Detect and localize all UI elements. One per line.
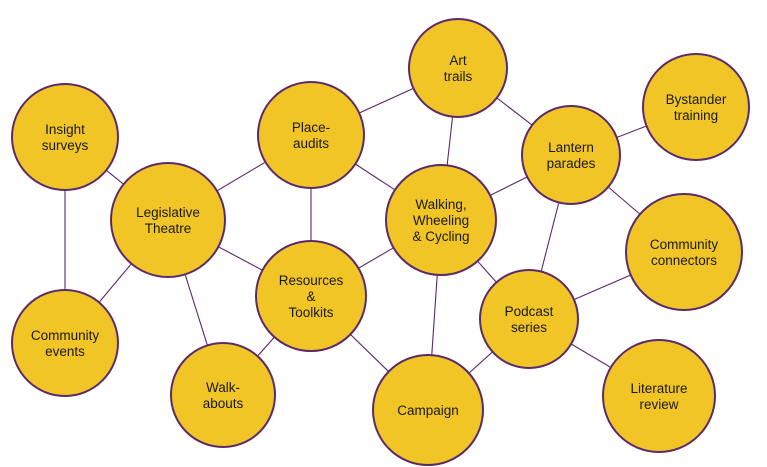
node-circle-lantern-parades [521, 105, 621, 205]
node-circle-community-events [11, 289, 119, 397]
node-circle-art-trails [408, 18, 508, 118]
node-label-podcast-series-line-2: series [511, 320, 547, 335]
node-label-literature-review-line-2: review [639, 397, 678, 412]
node-label-walking-wheeling-cycling-line-2: Wheeling [413, 213, 469, 228]
node-label-resources-toolkits-line-2: & [306, 289, 315, 304]
node-label-walk-abouts-line-2: abouts [203, 396, 244, 411]
node-label-art-trails-line-2: trails [444, 69, 473, 84]
node-circle-literature-review [602, 339, 716, 453]
node-label-podcast-series-line-1: Podcast [505, 304, 554, 319]
node-label-legislative-theatre-line-2: Theatre [145, 221, 192, 236]
node-label-place-audits-line-2: audits [293, 136, 329, 151]
node-circle-community-connectors [625, 193, 743, 311]
node-label-legislative-theatre-line-1: Legislative [136, 205, 200, 220]
node-label-insight-surveys-line-2: surveys [42, 138, 89, 153]
node-walk-abouts: Walk-abouts [170, 342, 276, 448]
node-label-literature-review-line-1: Literature [630, 381, 687, 396]
node-label-bystander-training-line-1: Bystander [666, 92, 727, 107]
node-label-resources-toolkits-line-3: Toolkits [288, 305, 333, 320]
node-label-art-trails-line-1: Art [449, 53, 467, 68]
node-circle-resources-toolkits [255, 240, 367, 352]
node-campaign: Campaign [372, 354, 484, 466]
node-label-place-audits-line-1: Place- [292, 120, 330, 135]
node-label-lantern-parades-line-1: Lantern [548, 140, 594, 155]
node-label-walking-wheeling-cycling-line-1: Walking, [415, 197, 466, 212]
node-label-insight-surveys-line-1: Insight [45, 122, 85, 137]
node-walking-wheeling-cycling: Walking,Wheeling& Cycling [385, 164, 497, 276]
nodes-layer: InsightsurveysLegislativeTheatreCommunit… [11, 18, 750, 466]
node-resources-toolkits: Resources&Toolkits [255, 240, 367, 352]
node-circle-place-audits [257, 81, 365, 189]
node-circle-legislative-theatre [110, 162, 226, 278]
node-circle-campaign [372, 354, 484, 466]
node-label-lantern-parades-line-2: parades [547, 156, 596, 171]
node-label-community-events-line-1: Community [31, 328, 100, 343]
node-label-community-connectors-line-2: connectors [651, 253, 717, 268]
node-label-walk-abouts-line-1: Walk- [206, 380, 240, 395]
node-label-walking-wheeling-cycling-line-3: & Cycling [412, 229, 469, 244]
node-label-bystander-training-line-2: training [674, 108, 718, 123]
node-circle-insight-surveys [11, 83, 119, 191]
node-label-resources-toolkits-line-1: Resources [279, 273, 344, 288]
node-label-community-events-line-2: events [45, 344, 85, 359]
node-label-campaign-line-1: Campaign [397, 403, 459, 418]
node-place-audits: Place-audits [257, 81, 365, 189]
node-circle-walk-abouts [170, 342, 276, 448]
node-circle-bystander-training [642, 53, 750, 161]
node-circle-podcast-series [479, 269, 579, 369]
node-label-community-connectors-line-1: Community [650, 237, 719, 252]
node-circle-walking-wheeling-cycling [385, 164, 497, 276]
